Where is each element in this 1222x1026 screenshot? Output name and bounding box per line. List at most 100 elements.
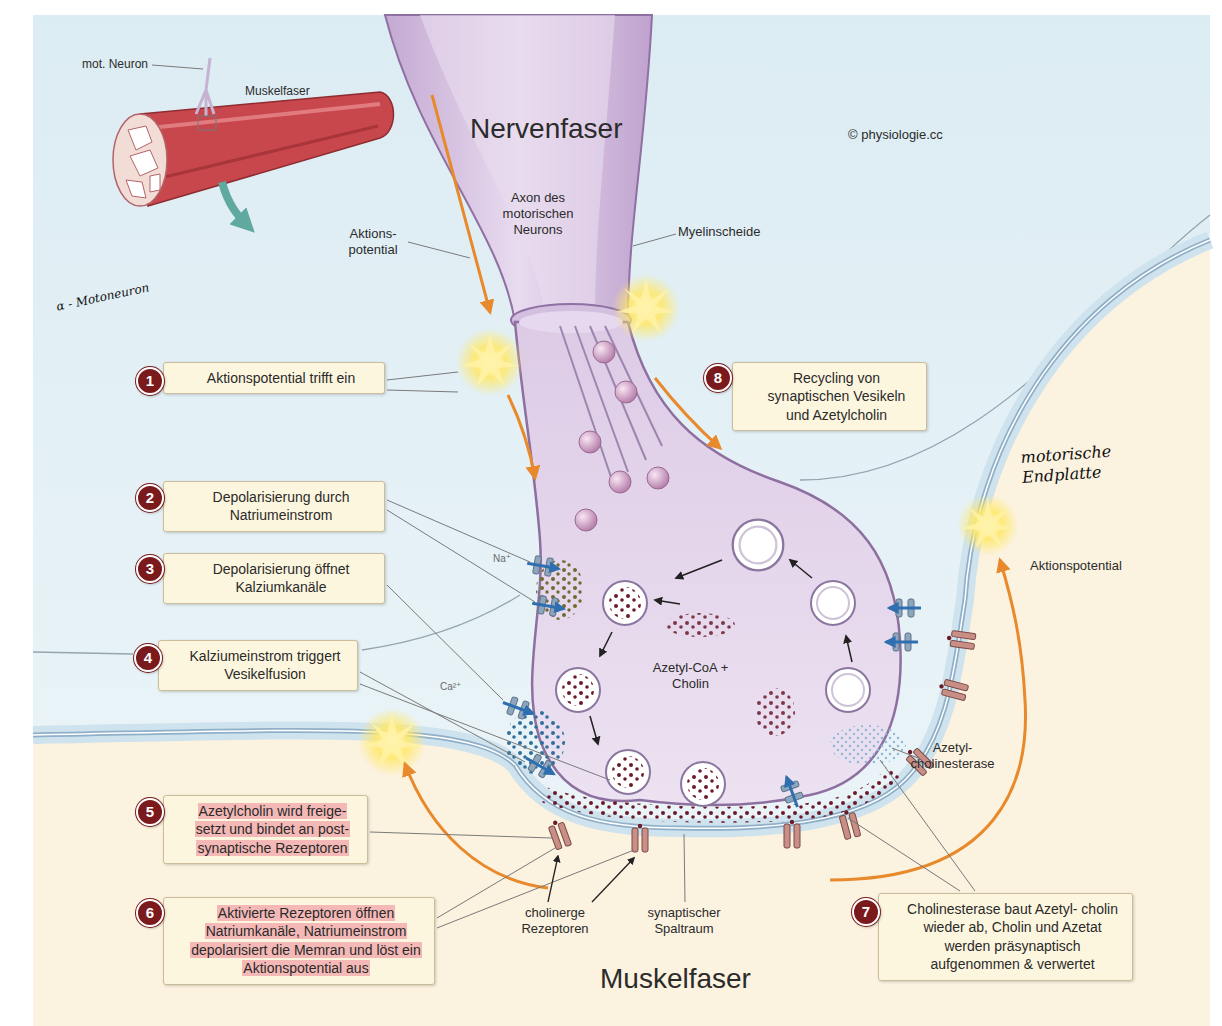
callout-number: 7 [852, 898, 880, 926]
synaptic-vesicles-part [811, 581, 855, 625]
leader-lines-part [370, 832, 552, 838]
leader-lines-part [360, 684, 610, 780]
axon-part [385, 15, 652, 322]
part-name: Azetyl-CoA + Cholin [648, 660, 733, 692]
callout-box: Depolarisierung durch Natriumeinstrom [163, 481, 385, 532]
label-text: 5 [146, 803, 154, 820]
label-text: motorische Endplatte [1020, 442, 1112, 487]
part-name: Azetyl- cholinesterase [905, 740, 1000, 772]
leader-lines-part [633, 234, 676, 246]
background-part [33, 15, 1210, 1026]
text-line: Aktionspotential trifft ein [188, 369, 374, 387]
muscle-fiber-inset-part [113, 114, 167, 206]
action-potential-arrows-part [830, 560, 1026, 880]
label-text: Aktionspotential [1030, 558, 1122, 573]
receptors-part [937, 678, 968, 701]
label-text: © physiologie.cc [848, 127, 943, 142]
label-text: 3 [146, 560, 154, 577]
muscle-fiber-inset-part [152, 126, 378, 180]
ion-channels-part [522, 750, 559, 782]
callout-box: Cholinesterase baut Azetyl- cholin wiede… [878, 893, 1133, 981]
receptor-pointers [548, 856, 634, 902]
part-name: synaptischer Spaltraum [630, 905, 738, 937]
label-text: mot. Neuron [82, 57, 148, 71]
part-name: Myelinscheide [678, 224, 760, 240]
callout-number: 8 [704, 364, 732, 392]
action-potential-arrows-part [405, 764, 548, 888]
receptors-part [632, 824, 648, 852]
muscle-fiber-inset-part [196, 58, 214, 116]
ion-dots-part [830, 725, 906, 765]
synaptic-vesicles-part [556, 668, 600, 712]
muscle-fiber-inset-part [126, 126, 160, 198]
synaptic-vesicles-part [681, 762, 725, 806]
callout-number: 2 [136, 484, 164, 512]
receptors-part [784, 820, 800, 848]
callout-number: 3 [136, 555, 164, 583]
action-potential-arrows [405, 95, 1026, 888]
callout-text: Recycling von synaptischen Vesikeln und … [768, 370, 906, 423]
label-text: α - Motoneuron [55, 280, 150, 313]
label-text: Muskelfaser [245, 84, 310, 98]
ion-channels-part [526, 554, 561, 577]
text-line: Recycling von synaptischen Vesikeln und … [757, 369, 916, 424]
muscle-fiber-inset-part [198, 116, 216, 130]
leader-lines-part [360, 672, 525, 762]
callout-box: Kalziumeinstrom triggert Vesikelfusion [158, 640, 358, 691]
recycling-arrows-part [600, 632, 612, 656]
callout-number: 6 [136, 899, 164, 927]
label-text: 7 [862, 903, 870, 920]
leader-lines-part [408, 242, 470, 258]
glow-marks-part [456, 328, 524, 396]
label-text: 4 [144, 649, 152, 666]
leader-lines-part [387, 372, 458, 380]
microtubules [560, 326, 662, 480]
text-line: Cholinesterase baut Azetyl- cholin wiede… [903, 900, 1122, 974]
label-text: Azetyl- cholinesterase [911, 740, 995, 771]
inset-label: mot. Neuron [82, 57, 148, 72]
background-part [33, 240, 1210, 1026]
receptors [547, 630, 976, 852]
label-text: Myelinscheide [678, 224, 760, 239]
callout-box: Depolarisierung öffnet Kalziumkanäle [163, 553, 385, 604]
label-text: Ca²⁺ [440, 681, 461, 692]
receptor-pointers-part [592, 858, 634, 902]
region-title: Muskelfaser [600, 962, 751, 996]
postsynaptic-membrane [33, 240, 1210, 828]
recycling-arrows-part [590, 716, 598, 744]
synaptic-vesicles-part [826, 668, 870, 712]
text-line: Aktivierte Rezeptoren öffnen Natriumkanä… [188, 904, 424, 978]
action-potential-arrows-part [508, 395, 535, 478]
watermark: © physiologie.cc [848, 127, 943, 143]
part-name: Aktionspotential [1030, 558, 1122, 574]
callout-box: Azetylcholin wird freige- setzt und bind… [163, 795, 368, 864]
axon [385, 15, 652, 336]
ion-channels-part [886, 633, 918, 651]
label-text: Nervenfaser [470, 113, 623, 144]
handwritten-note: motorische Endplatte [1020, 439, 1144, 486]
vesicle-spheres-part [647, 467, 669, 489]
vesicle-spheres-part [615, 381, 637, 403]
postsynaptic-membrane-part [33, 240, 1210, 828]
ion-channels-part [500, 694, 536, 722]
vesicle-spheres-part [593, 341, 615, 363]
ion-dots-part [665, 613, 735, 637]
label-text: Axon des motorischen Neurons [503, 190, 574, 237]
vesicle-spheres-part [575, 509, 597, 531]
leader-lines-part [152, 65, 203, 69]
region-title: Nervenfaser [470, 112, 623, 146]
vesicle-spheres-part [579, 431, 601, 453]
synaptic-vesicles-part [606, 750, 650, 794]
muscle-fiber-inset [113, 58, 394, 226]
ion-label: Ca²⁺ [440, 681, 461, 693]
callout-number: 5 [136, 798, 164, 826]
receptors-part [547, 818, 572, 850]
part-name: cholinerge Rezeptoren [505, 905, 605, 937]
callout-text: Cholinesterase baut Azetyl- cholin wiede… [907, 901, 1118, 972]
leader-lines-part [684, 834, 685, 902]
label-text: Aktions- potential [348, 226, 397, 257]
callout-box: Aktivierte Rezeptoren öffnen Natriumkanä… [163, 897, 435, 985]
callout-number: 4 [134, 644, 162, 672]
